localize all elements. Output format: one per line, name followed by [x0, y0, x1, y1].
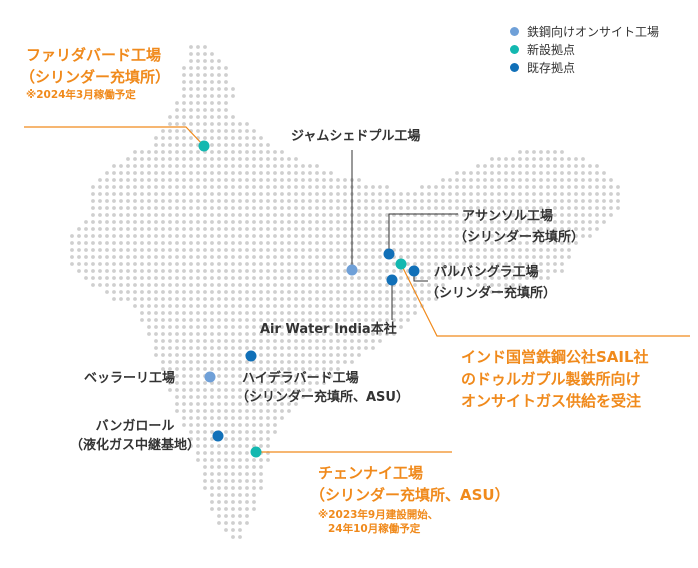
sail-leader-line [400, 263, 690, 337]
bangalore-label: バンガロール （液化ガス中継基地） [69, 419, 200, 453]
site-markers [198, 140, 420, 458]
map-dot-pattern [70, 45, 620, 539]
parbangla-label: パルバングラ工場 （シリンダー充填所） [426, 265, 557, 301]
legend-item-existing-site: 既存拠点 [510, 58, 659, 76]
kolkata-hq-marker [386, 274, 398, 286]
chennai-marker [250, 446, 262, 458]
jamshedpur-marker [346, 264, 358, 276]
sail-label: インド国営鉄鋼公社SAIL社 のドゥルガプル製鉄所向け オンサイトガス供給を受注 [461, 348, 649, 410]
faridabad-leader-line [24, 126, 205, 147]
legend-item-steel-onsite: 鉄鋼向けオンサイト工場 [510, 22, 659, 40]
jamshedpur-label: ジャムシェドプル工場 [291, 129, 421, 144]
durgapur-marker [395, 258, 407, 270]
hyderabad-marker [245, 350, 257, 362]
legend-dot-icon [510, 44, 519, 54]
legend-dot-icon [510, 26, 519, 36]
bellary-marker [204, 371, 216, 383]
faridabad-label: ファリダバード工場 （シリンダー充填所） ※2024年3月稼働予定 [20, 46, 171, 101]
faridabad-marker [198, 140, 210, 152]
hq-label: Air Water India本社 [260, 322, 397, 337]
asansol-label: アサンソル工場 （シリンダー充填所） [454, 209, 585, 245]
bellary-label: ベッラーリ工場 [84, 371, 176, 386]
legend-dot-icon [510, 62, 519, 72]
asansol-marker [383, 248, 395, 260]
hyderabad-label: ハイデラバード工場 （シリンダー充填所、ASU） [236, 371, 409, 405]
parbangla-marker [408, 265, 420, 277]
chennai-label: チェンナイ工場 （シリンダー充填所、ASU） ※2023年9月建設開始、 24年… [310, 464, 510, 535]
leader-lines [24, 126, 690, 453]
legend: 鉄鋼向けオンサイト工場 新設拠点 既存拠点 [510, 22, 659, 76]
asansol-leader-line [388, 213, 458, 254]
bangalore-marker [212, 430, 224, 442]
legend-item-new-site: 新設拠点 [510, 40, 659, 58]
